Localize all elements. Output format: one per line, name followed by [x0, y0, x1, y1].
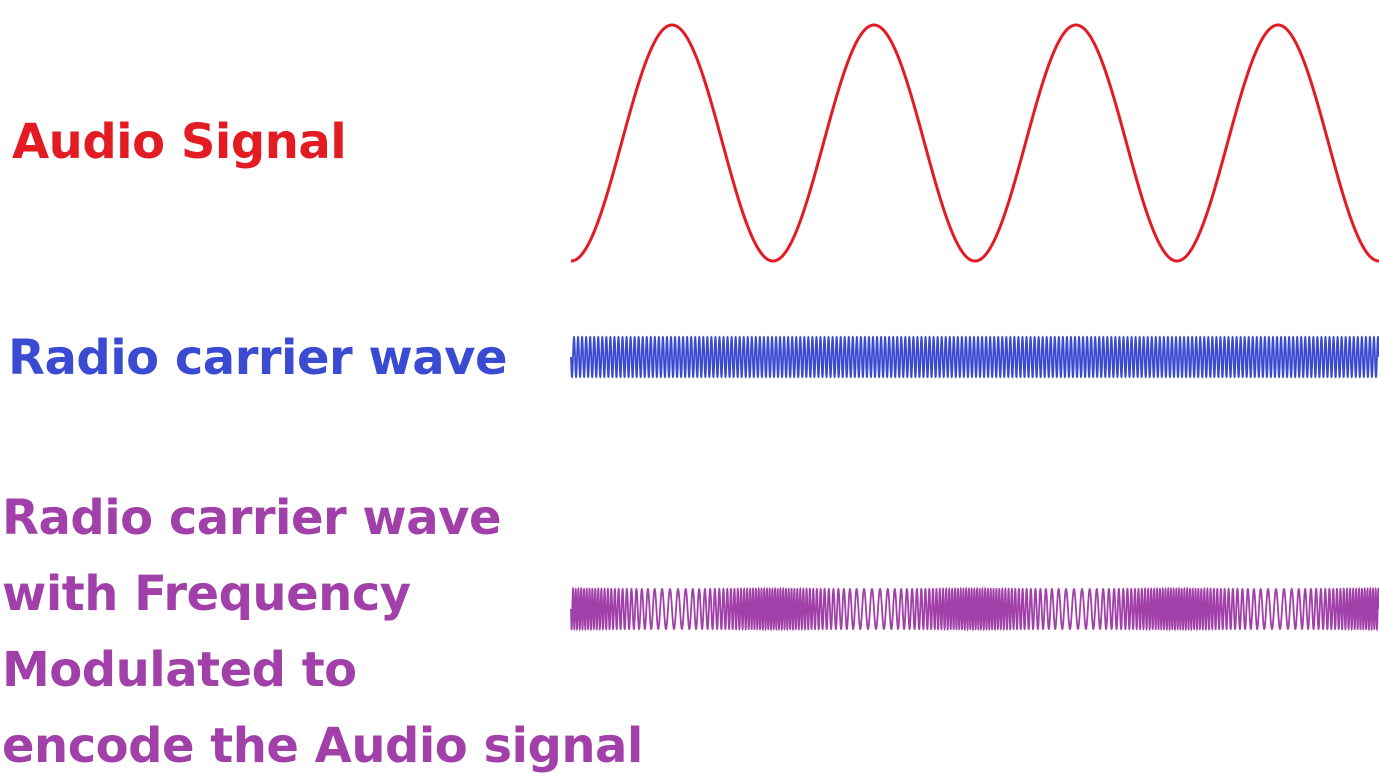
- fm-wave-label: Radio carrier wave with Frequency Modula…: [2, 480, 643, 784]
- audio-signal-label: Audio Signal: [12, 114, 347, 170]
- audio-signal-wave: [571, 23, 1379, 263]
- fm-label-line-1: Radio carrier wave: [2, 490, 502, 546]
- carrier-wave: [570, 335, 1379, 379]
- fm-label-line-4: encode the Audio signal: [2, 718, 643, 774]
- fm-label-line-3: Modulated to: [2, 642, 357, 698]
- frequency-modulated-wave: [570, 586, 1379, 632]
- carrier-wave-label: Radio carrier wave: [8, 330, 508, 386]
- fm-label-line-2: with Frequency: [2, 566, 411, 622]
